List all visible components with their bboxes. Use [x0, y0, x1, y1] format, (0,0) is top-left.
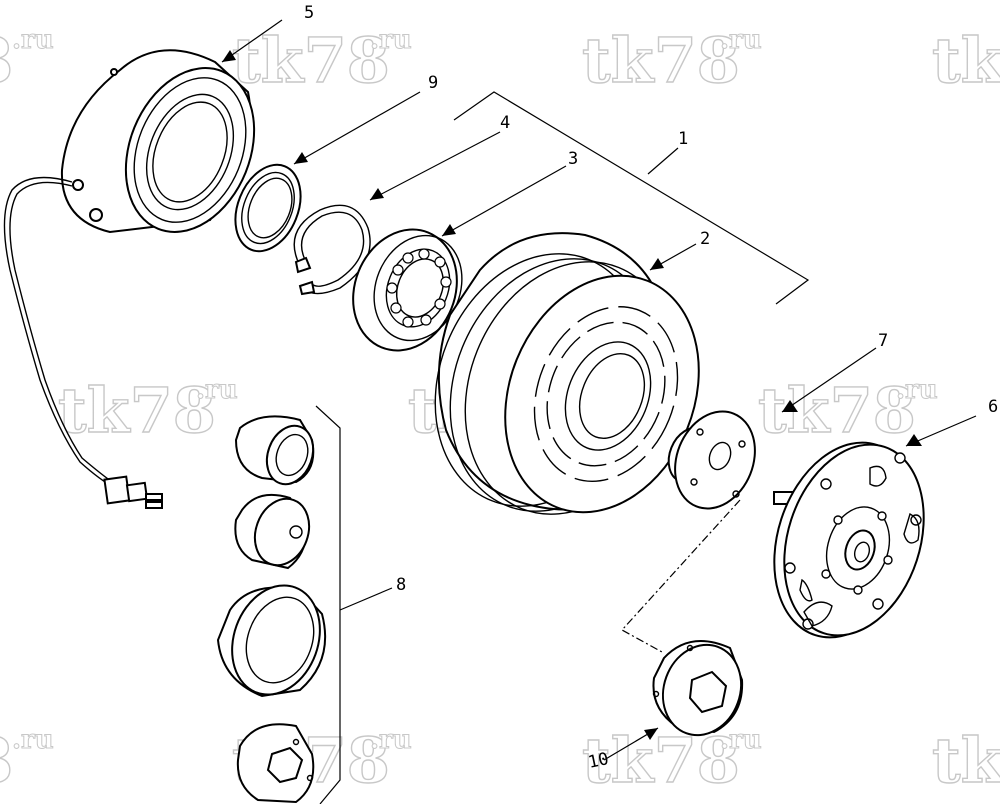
armature-plate-icon: [773, 441, 925, 639]
watermark-mid-3-suffix: .ru: [896, 375, 938, 405]
watermark-top-1: tk78: [232, 24, 390, 97]
callout-4: 4: [500, 113, 510, 133]
field-coil-icon: [3, 49, 256, 509]
holder-tool-icon: [652, 640, 744, 737]
watermark-mid-3: tk78: [758, 374, 916, 447]
callout-7: 7: [878, 331, 888, 351]
watermark-left-bottom: 8: [0, 724, 13, 797]
watermark-top-2: tk78: [582, 24, 740, 97]
watermark-mid-1-suffix: .ru: [196, 375, 238, 405]
wire-connector-icon: [103, 475, 163, 509]
callout-labels: 5 9 4 3 1 2 7 6 8 10: [304, 3, 998, 773]
callout-2: 2: [700, 229, 710, 249]
watermark-bottom-1-suffix: .ru: [370, 725, 412, 755]
callout-9: 9: [428, 73, 438, 93]
tool-cup-icon: [234, 494, 311, 570]
watermark-bottom-2: tk78: [582, 724, 740, 797]
callout-1: 1: [678, 129, 688, 149]
watermark-top-2-suffix: .ru: [720, 25, 762, 55]
callout-8: 8: [396, 575, 406, 595]
pulley-icon: [434, 232, 700, 515]
watermark-top-right: tk: [932, 24, 1000, 97]
tool-ring-icon: [216, 584, 327, 698]
bearing-icon: [352, 228, 463, 352]
snap-ring-icon: [293, 204, 371, 296]
tool-kit-icon: [216, 415, 327, 804]
shim-hub-icon: [667, 410, 756, 510]
watermark-left-bottom-suffix: .ru: [12, 725, 54, 755]
callout-10: 10: [586, 749, 610, 773]
tool-socket-icon: [236, 723, 315, 804]
watermark-bottom-2-suffix: .ru: [720, 725, 762, 755]
watermark-top-1-suffix: .ru: [370, 25, 412, 55]
seal-ring-icon: [234, 163, 302, 253]
watermarks: 8 .ru tk78 .ru tk78 .ru tk tk78 .ru tk78…: [0, 23, 1000, 797]
callout-6: 6: [988, 397, 998, 417]
arrowheads: [222, 50, 922, 740]
watermark-left-top: 8: [0, 24, 13, 97]
watermark-left-top-suffix: .ru: [12, 25, 54, 55]
watermark-mid-1: tk78: [58, 374, 216, 447]
tool-sleeve-icon: [234, 415, 315, 486]
watermark-bottom-right: tk: [932, 724, 1000, 797]
callout-3: 3: [568, 149, 578, 169]
callout-5: 5: [304, 3, 314, 23]
